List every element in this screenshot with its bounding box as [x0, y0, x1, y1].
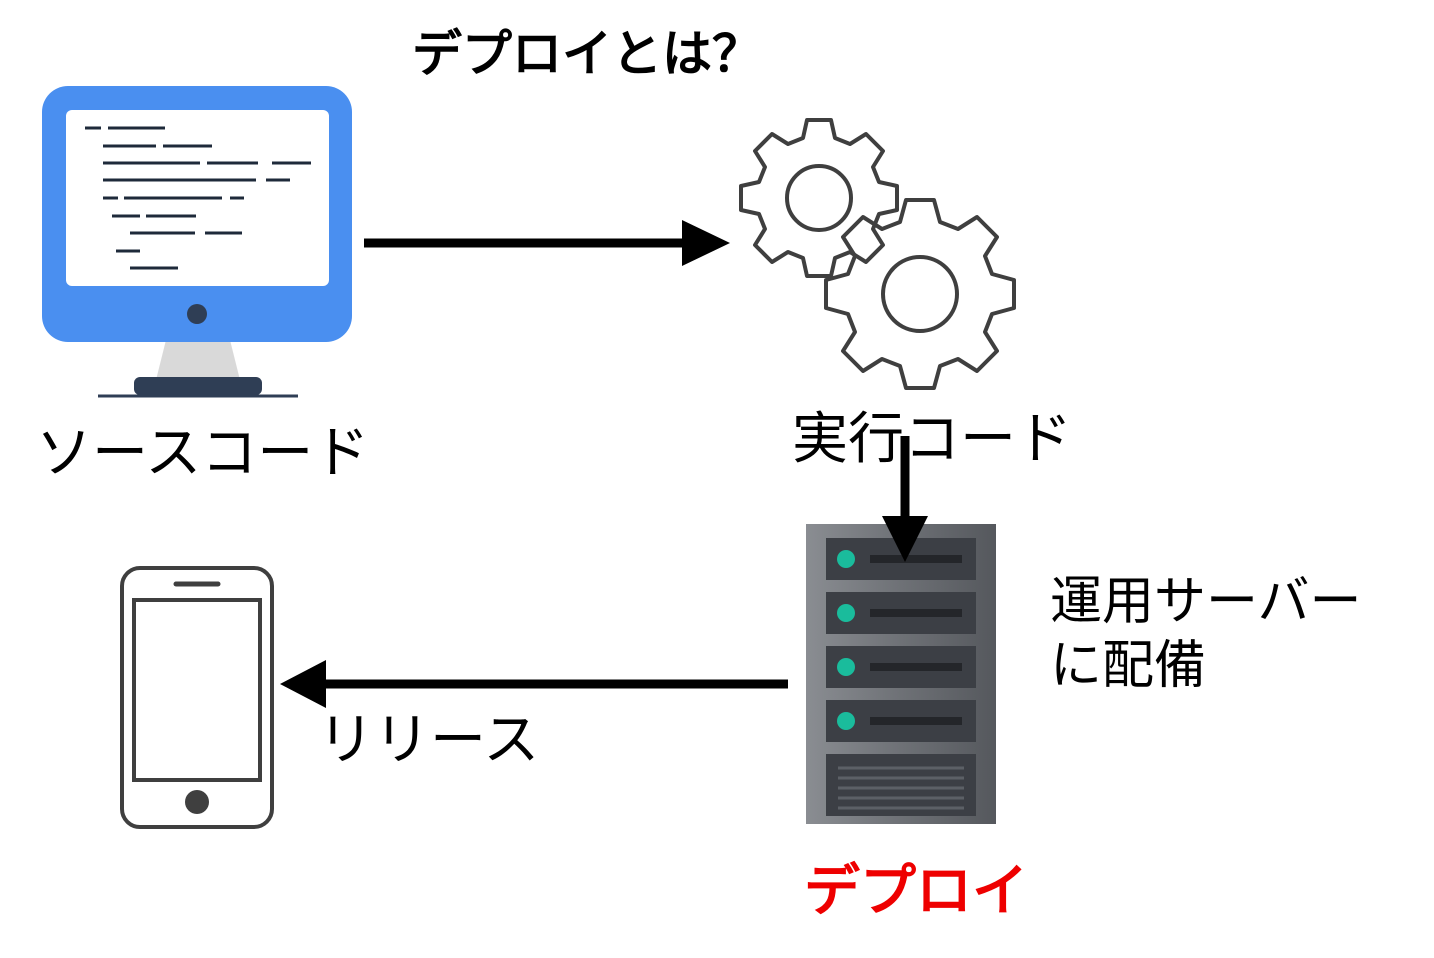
arrow-exec-to-server — [882, 436, 928, 562]
monitor-code-icon — [42, 86, 352, 398]
source-code-label: ソースコード — [36, 421, 370, 486]
arrow-server-to-device — [280, 660, 788, 708]
server-label: 運用サーバー に配備 — [1050, 570, 1361, 698]
gears-icon — [739, 118, 1016, 390]
release-label: リリース — [318, 708, 540, 773]
smartphone-icon — [120, 566, 274, 829]
server-label-line2: に配備 — [1050, 636, 1207, 696]
arrow-source-to-exec — [364, 220, 730, 266]
diagram-title: デプロイとは？ — [412, 25, 762, 83]
server-label-line1: 運用サーバー — [1050, 572, 1362, 632]
home-button-icon — [185, 790, 209, 814]
deploy-label: デプロイ — [804, 859, 1028, 924]
server-rack-icon — [806, 524, 996, 824]
executable-code-label: 実行コード — [792, 407, 1072, 472]
